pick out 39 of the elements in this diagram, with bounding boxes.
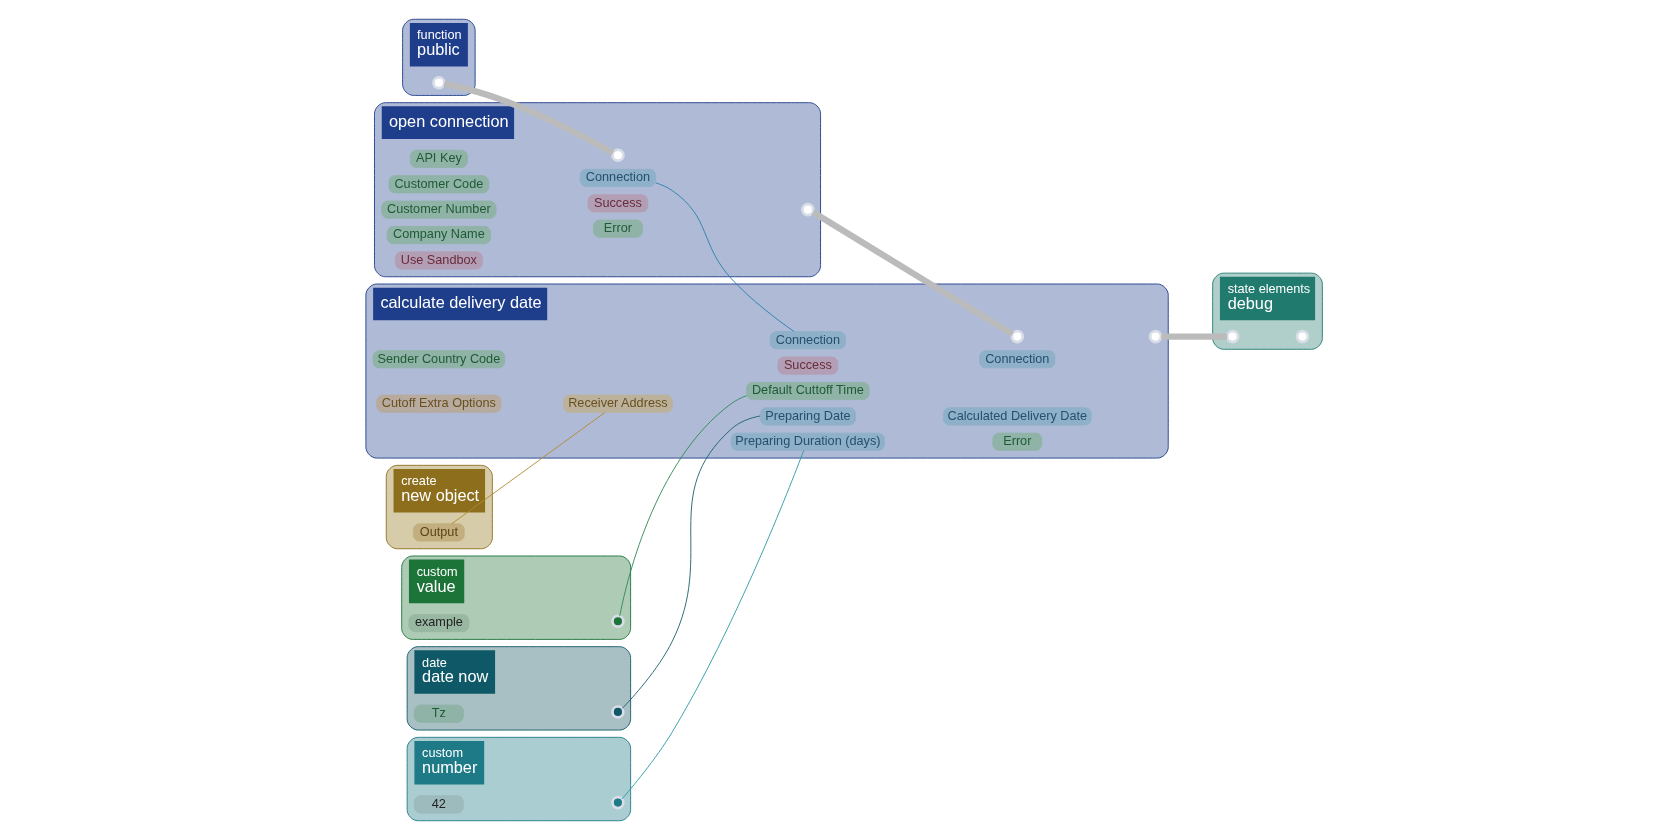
node-circle [431, 75, 446, 90]
node-box: Sender Country Code [372, 350, 505, 369]
node-box: Preparing Duration (days) [730, 432, 885, 451]
connector [654, 182, 794, 332]
node-box: Default Cuttoff Time [745, 381, 869, 401]
node-box: Success [777, 356, 838, 375]
connector [1160, 333, 1227, 340]
node-box: Cutoff Extra Options [375, 394, 501, 413]
node-box: Connection [769, 331, 846, 350]
cluster: state elements debug [1211, 272, 1323, 350]
node-circle [610, 705, 625, 719]
connector [618, 395, 747, 617]
node-box: Output [412, 523, 465, 542]
node-circle [610, 795, 625, 810]
node-box: Receiver Address [562, 394, 673, 413]
node-box: Error [592, 219, 643, 238]
connector [443, 80, 614, 156]
node-box: API Key [409, 149, 468, 168]
connector [450, 412, 605, 525]
node-box: Customer Number [380, 200, 496, 219]
node-circle [1295, 329, 1309, 344]
node-box: Error [991, 432, 1042, 451]
node-circle [610, 614, 625, 629]
node-box: Connection [978, 350, 1055, 369]
node-box: Customer Code [388, 175, 489, 194]
node-box: Calculated Delivery Date [942, 407, 1092, 426]
node-circle [610, 148, 625, 163]
node-box: Preparing Date [759, 407, 856, 426]
node-box: Use Sandbox [394, 251, 483, 270]
node-circle [1010, 329, 1024, 344]
cluster: function public [401, 18, 476, 96]
node-box: Success [587, 194, 648, 213]
node-circle [1148, 329, 1162, 344]
node-circle [800, 202, 815, 217]
node-circle [1225, 329, 1239, 344]
node-box: Connection [579, 168, 656, 187]
node-box: Company Name [386, 225, 491, 245]
node-box: Tz [413, 704, 464, 723]
node-box: example [408, 614, 469, 633]
